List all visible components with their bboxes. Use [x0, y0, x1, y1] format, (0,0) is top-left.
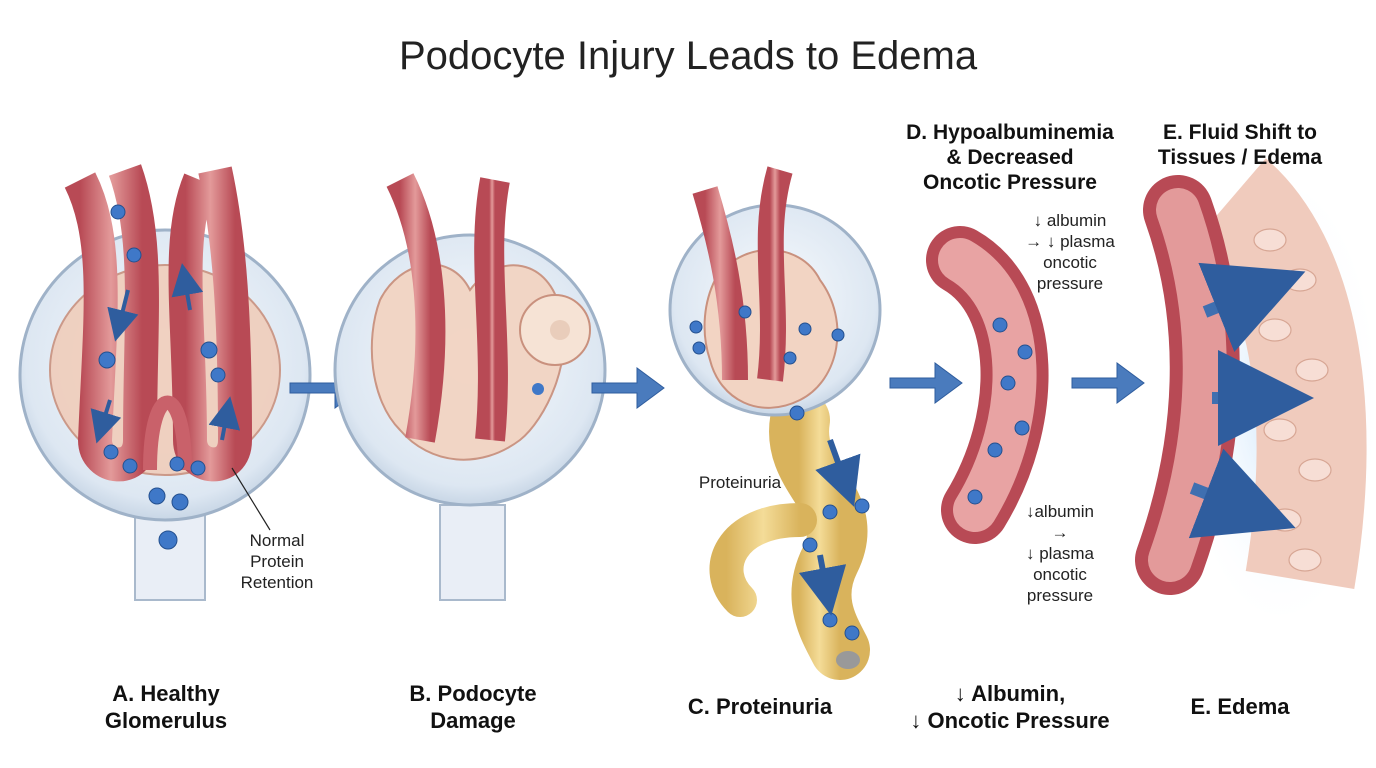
panel-d-caption: ↓ Albumin, ↓ Oncotic Pressure	[910, 681, 1110, 733]
panel-d-note-top: ↓ albumin → ↓ plasma oncotic pressure	[1025, 211, 1115, 293]
panel-d-vessel-illustration	[926, 226, 1049, 544]
panel-d-note-bottom: ↓albumin → ↓ plasma oncotic pressure	[1025, 502, 1095, 605]
panel-b-damaged-glomerulus-illustration	[333, 173, 607, 601]
page-title: Podocyte Injury Leads to Edema	[398, 34, 978, 78]
panel-a-glomerulus-illustration	[18, 164, 312, 601]
panel-b-caption: B. Podocyte Damage	[409, 681, 537, 733]
panel-e-header: E. Fluid Shift to Tissues / Edema	[1157, 121, 1323, 169]
flow-arrow-b-c	[591, 367, 665, 409]
panel-a-note: Normal Protein Retention	[240, 531, 314, 592]
panel-d-header: D. Hypoalbuminemia & Decreased Oncotic P…	[906, 121, 1114, 194]
panel-c-caption: C. Proteinuria	[687, 694, 833, 719]
panel-c-note: Proteinuria	[698, 473, 782, 492]
panel-e-caption: E. Edema	[1190, 694, 1290, 719]
panel-a-caption: A. Healthy Glomerulus	[104, 681, 228, 733]
panel-c-proteinuria-illustration	[668, 166, 882, 680]
flow-arrow-c-d	[889, 362, 963, 404]
flow-arrow-d-e	[1071, 362, 1145, 404]
panel-e-edema-illustration	[1135, 158, 1375, 615]
